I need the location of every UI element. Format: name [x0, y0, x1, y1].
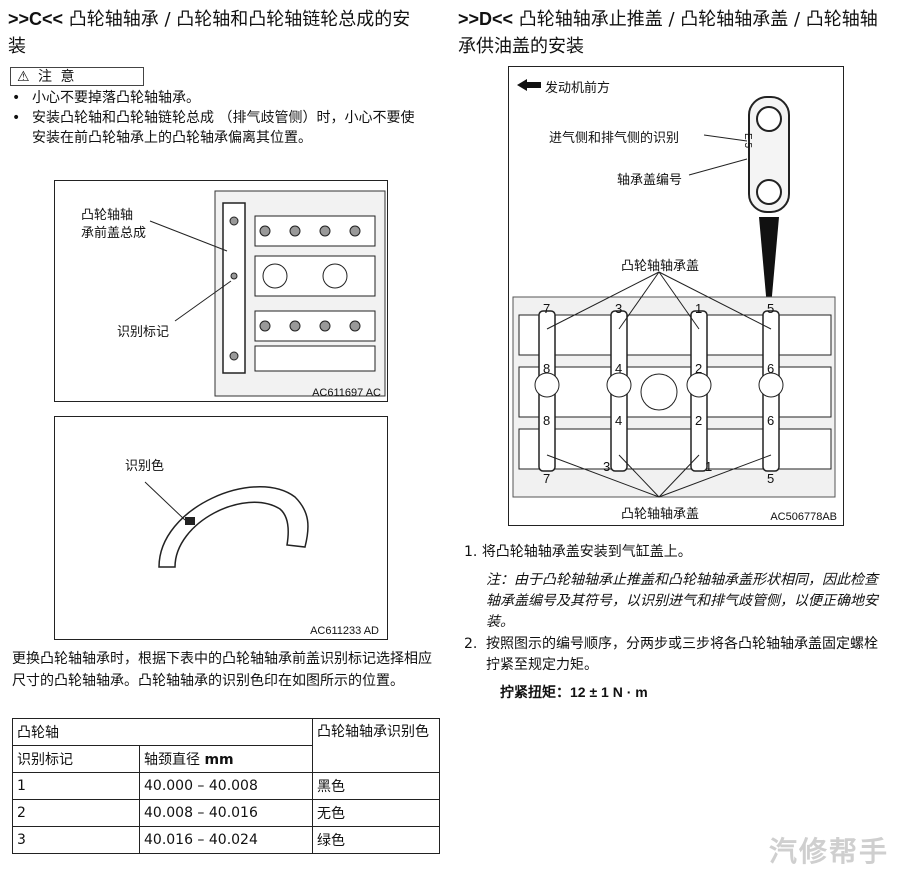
table-row: 1 40.000 – 40.008 黑色 — [12, 772, 440, 800]
table-header-camshaft: 凸轮轴 — [12, 718, 313, 746]
row-color: 无色 — [312, 799, 440, 827]
table-header-color: 凸轮轴轴承识别色 — [312, 718, 440, 773]
step-number: 2. — [464, 636, 478, 652]
step-text: 将凸轮轴轴承盖安装到气缸盖上。 — [481, 544, 692, 560]
row-mark: 1 — [12, 772, 140, 800]
section-c-heading: >>C<< 凸轮轴轴承 / 凸轮轴和凸轮轴链轮总成的安装 — [8, 6, 428, 60]
bearing-paragraph: 更换凸轮轴轴承时，根据下表中的凸轮轴轴承前盖识别标记选择相应尺寸的凸轮轴轴承。凸… — [12, 651, 432, 689]
fig2-code: AC611233 AD — [310, 625, 379, 637]
torque-label: 拧紧扭矩： — [500, 685, 570, 701]
heading-text-c: 凸轮轴轴承 / 凸轮轴和凸轮轴链轮总成的安装 — [8, 9, 411, 57]
fig1-label-mark: 识别标记 — [117, 325, 170, 340]
left-column: >>C<< 凸轮轴轴承 / 凸轮轴和凸轮轴链轮总成的安装 — [8, 0, 438, 60]
right-column: >>D<< 凸轮轴轴承止推盖 / 凸轮轴轴承盖 / 凸轮轴轴承供油盖的安装 — [458, 0, 890, 60]
row-diameter: 40.008 – 40.016 — [139, 799, 313, 827]
cap-mark-e: E — [742, 133, 753, 140]
cap-number: 8 — [543, 413, 551, 428]
cap-number: 4 — [615, 413, 623, 428]
heading-code-c: >>C<< — [8, 9, 64, 29]
section-d-heading: >>D<< 凸轮轴轴承止推盖 / 凸轮轴轴承盖 / 凸轮轴轴承供油盖的安装 — [458, 6, 878, 60]
color-mark — [185, 517, 195, 525]
row-color: 绿色 — [312, 826, 440, 854]
cap-number: 1 — [695, 301, 703, 316]
cap-number: 1 — [705, 459, 713, 474]
diameter-label: 轴颈直径 — [144, 752, 205, 768]
cap-order-drawing — [512, 79, 836, 498]
figure-bearing-color: 识别色 AC611233 AD — [54, 416, 388, 640]
torque-value: 12 ± 1 N · m — [570, 684, 648, 700]
cap-number: 4 — [615, 361, 623, 376]
table-row: 2 40.008 – 40.016 无色 — [12, 799, 440, 827]
caps-label-bottom: 凸轮轴轴承盖 — [621, 507, 700, 522]
bullet-dot: • — [12, 90, 21, 106]
cap-mark-5: 5 — [742, 142, 753, 149]
step-note: 注：由于凸轮轴轴承止推盖和凸轮轴轴承盖形状相同，因此检查轴承盖编号及其符号，以识… — [486, 572, 878, 630]
cap-mark-text: E 5 — [742, 133, 753, 148]
step-text: 按照图示的编号顺序，分两步或三步将各凸轮轴轴承盖固定螺栓拧紧至规定力矩。 — [486, 636, 878, 673]
arrow-left-icon — [517, 79, 541, 91]
table-header-mark: 识别标记 — [12, 745, 140, 773]
fig3-code: AC506778AB — [770, 511, 837, 523]
fig2-label: 识别色 — [125, 459, 165, 474]
cap-number: 8 — [543, 361, 551, 376]
diameter-unit: mm — [204, 752, 234, 768]
bearing-shell-drawing — [144, 481, 309, 568]
front-label: 发动机前方 — [545, 81, 611, 96]
bullet-dot: • — [12, 110, 21, 126]
fig1-code: AC611697 AC — [312, 387, 381, 399]
bearing-spec-table: 凸轮轴 凸轮轴轴承识别色 识别标记 轴颈直径 mm 1 40.000 – 40.… — [12, 718, 440, 854]
step-2: 2. 按照图示的编号顺序，分两步或三步将各凸轮轴轴承盖固定螺栓拧紧至规定力矩。 — [464, 634, 890, 676]
cap-number: 2 — [695, 361, 703, 376]
step-number: 1. — [464, 544, 478, 560]
cap-number: 5 — [767, 471, 775, 486]
torque-spec: 拧紧扭矩：12 ± 1 N · m — [500, 682, 648, 704]
fig1-label-top: 凸轮轴轴 承前盖总成 — [81, 207, 146, 243]
cap-number: 2 — [695, 413, 703, 428]
cap-number: 5 — [767, 301, 775, 316]
cap-number: 6 — [767, 361, 775, 376]
cap-number: 6 — [767, 413, 775, 428]
table-header-diameter: 轴颈直径 mm — [139, 745, 313, 773]
row-color: 黑色 — [312, 772, 440, 800]
caps-label-top: 凸轮轴轴承盖 — [621, 259, 700, 274]
bullet-text: 安装凸轮轴和凸轮轴链轮总成 （排气歧管侧）时，小心不要使安装在前凸轮轴承上的凸轮… — [32, 110, 415, 146]
fig1-label-line1: 凸轮轴轴 — [81, 208, 134, 223]
heading-code-d: >>D<< — [458, 9, 514, 29]
engine-head-drawing — [149, 190, 386, 397]
intake-exhaust-label: 进气侧和排气侧的识别 — [549, 131, 680, 146]
cap-number: 3 — [603, 459, 611, 474]
table-row: 3 40.016 – 40.024 绿色 — [12, 826, 440, 854]
row-mark: 2 — [12, 799, 140, 827]
row-diameter: 40.000 – 40.008 — [139, 772, 313, 800]
figure-cap-order: 发动机前方 进气侧和排气侧的识别 轴承盖编号 E 5 凸轮轴轴承盖 凸轮轴轴承盖… — [508, 66, 844, 526]
bullet-text: 小心不要掉落凸轮轴轴承。 — [32, 90, 200, 106]
step-1: 1. 将凸轮轴轴承盖安装到气缸盖上。 — [464, 542, 884, 563]
cap-number-label: 轴承盖编号 — [617, 173, 683, 188]
cap-number: 7 — [543, 301, 551, 316]
heading-text-d: 凸轮轴轴承止推盖 / 凸轮轴轴承盖 / 凸轮轴轴承供油盖的安装 — [458, 9, 878, 57]
fig1-label-line2: 承前盖总成 — [81, 226, 147, 241]
caution-box: ⚠ 注 意 — [10, 67, 144, 86]
figure-camshaft-cap: 凸轮轴轴 承前盖总成 识别标记 AC611697 AC — [54, 180, 388, 402]
watermark: 汽修帮手 — [768, 835, 889, 868]
column-divider — [448, 0, 449, 874]
cap-number: 7 — [543, 471, 551, 486]
row-mark: 3 — [12, 826, 140, 854]
cap-number: 3 — [615, 301, 623, 316]
row-diameter: 40.016 – 40.024 — [139, 826, 313, 854]
